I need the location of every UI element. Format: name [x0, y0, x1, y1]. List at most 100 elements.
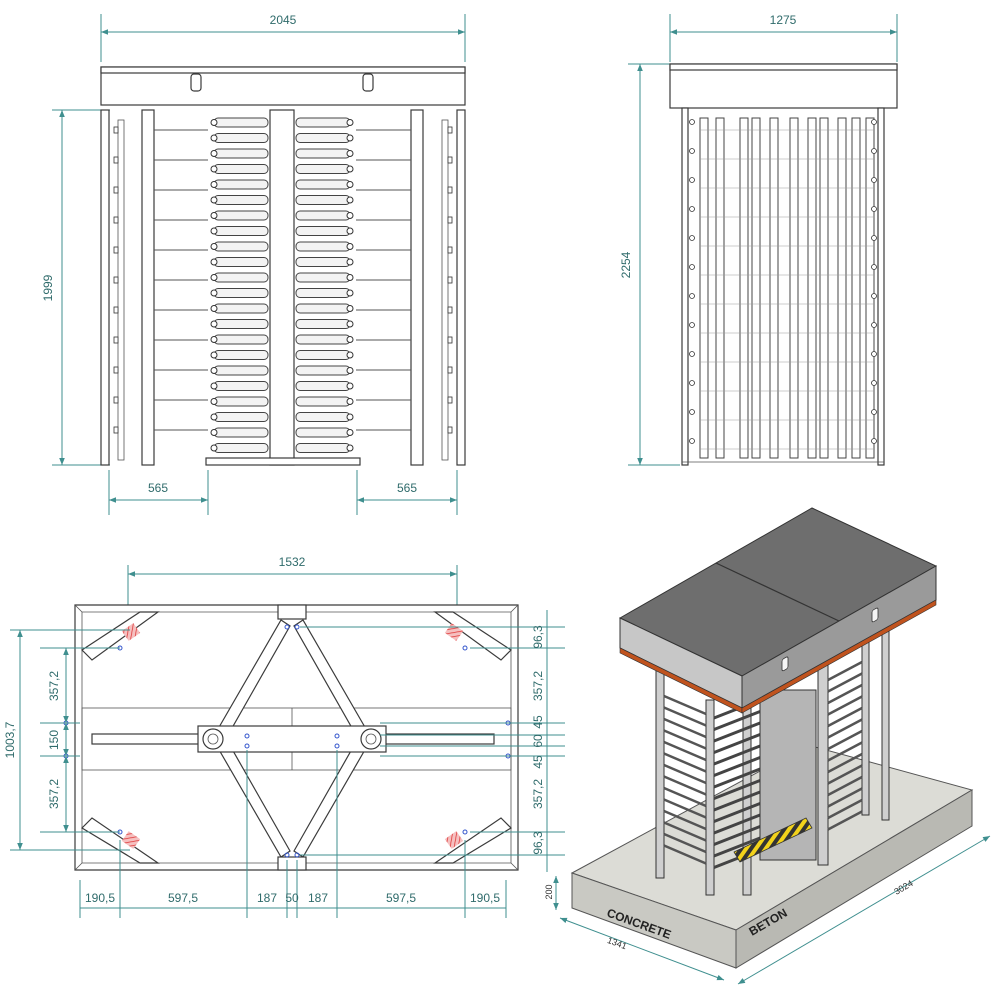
side-vertical-bar — [715, 117, 725, 459]
side-bracket-right — [871, 119, 877, 125]
side-bracket-left — [689, 148, 695, 154]
side-vertical-bar — [819, 117, 829, 459]
front-bracket-right — [447, 186, 453, 194]
iso-arm — [713, 825, 761, 846]
front-arm-right — [295, 195, 351, 205]
side-bracket-left — [689, 264, 695, 270]
iso-fence-bar-right — [827, 660, 863, 682]
side-bracket-right — [871, 438, 877, 444]
front-arm-cap-left — [210, 258, 218, 266]
iso-fence-bar-right — [827, 741, 863, 762]
front-arm-right — [295, 257, 351, 267]
plan-left-b-label: 150 — [47, 730, 61, 750]
front-post-outer-right — [456, 109, 466, 466]
canopy-lock-right — [362, 73, 374, 92]
plan-left-a-label: 357,2 — [47, 671, 61, 701]
front-right-offset-label: 565 — [397, 481, 417, 495]
front-arm-left — [213, 210, 269, 221]
front-bracket-left — [113, 426, 119, 434]
iso-fence-bar-right — [827, 775, 863, 797]
front-arm-cap-right — [346, 320, 354, 328]
front-arm-right — [295, 381, 351, 391]
side-bracket-right — [871, 177, 877, 183]
side-bracket-left — [689, 351, 695, 357]
front-arm-cap-right — [346, 289, 354, 297]
front-arm-cap-left — [210, 181, 218, 188]
side-bracket-right — [871, 235, 877, 241]
side-bracket-left — [689, 409, 695, 415]
front-rail-right — [441, 119, 449, 461]
iso-fence-bar — [663, 832, 707, 854]
iso-fence-bar-right — [827, 798, 863, 820]
plan-bottom-label-3: 187 — [257, 891, 277, 905]
front-arm-right — [295, 427, 351, 438]
plan-bottom-dimensions: 190,5 597,5 187 50 187 597,5 190,5 — [79, 750, 507, 918]
front-arm-cap-left — [210, 382, 218, 390]
side-bracket-right — [871, 293, 877, 299]
side-vertical-bar — [807, 117, 817, 459]
side-bracket-right — [871, 351, 877, 357]
front-arm-cap-left — [210, 212, 218, 219]
front-arm-left — [213, 117, 269, 128]
plan-right-label-1: 96,3 — [531, 625, 545, 649]
front-arm-left — [213, 226, 269, 236]
front-arm-cap-right — [346, 243, 354, 250]
iso-fence-bar-right — [827, 683, 863, 705]
iso-fence-bar-right — [827, 810, 863, 831]
front-arm-left — [213, 164, 269, 174]
front-arm-left — [213, 319, 269, 329]
side-canopy — [669, 63, 898, 109]
front-arm-left — [213, 303, 269, 314]
plan-right-dimensions: 96,3 357,2 45 60 45 357,2 96,3 — [300, 610, 565, 872]
front-arm-right — [295, 272, 351, 283]
front-arm-cap-right — [346, 181, 354, 188]
side-vertical-bar — [699, 117, 709, 459]
iso-canopy — [618, 507, 938, 714]
front-bracket-left — [113, 366, 119, 374]
iso-fence-bar — [663, 821, 707, 842]
iso-fence-bar — [663, 763, 707, 785]
front-post-inner-right — [410, 109, 424, 466]
front-rotor-base — [205, 457, 361, 466]
side-vertical-bar — [739, 117, 749, 459]
iso-fence-bar-right — [827, 787, 863, 808]
side-bracket-left — [689, 380, 695, 386]
front-bracket-right — [447, 276, 453, 284]
front-arm-right — [295, 365, 351, 376]
iso-fence-bar — [663, 809, 707, 831]
front-arm-right — [295, 148, 351, 159]
front-left-offset-label: 565 — [148, 481, 168, 495]
plan-bottom-label-2: 597,5 — [168, 891, 198, 905]
front-arm-right — [295, 117, 351, 128]
front-arm-cap-left — [210, 351, 218, 359]
iso-fence-bar-right — [827, 752, 863, 774]
plan-hub-right — [360, 728, 382, 750]
side-vertical-bar — [865, 117, 875, 459]
front-arm-cap-right — [346, 382, 354, 390]
front-arm-cap-right — [346, 305, 354, 312]
front-offset-dimensions: 565 565 — [108, 470, 458, 515]
front-rail-left — [117, 119, 125, 461]
front-arm-left — [213, 443, 269, 453]
front-bracket-right — [447, 216, 453, 224]
plan-bottom-label-1: 190,5 — [85, 891, 115, 905]
side-bracket-left — [689, 119, 695, 125]
front-arm-cap-right — [346, 444, 354, 452]
side-post-left — [681, 107, 689, 466]
front-arm-cap-left — [210, 444, 218, 452]
front-arm-left — [213, 195, 269, 205]
iso-arm — [713, 790, 761, 812]
front-arm-cap-left — [210, 305, 218, 312]
front-arm-cap-right — [346, 351, 354, 359]
front-arm-right — [295, 443, 351, 453]
side-bracket-left — [689, 177, 695, 183]
front-arm-left — [213, 133, 269, 143]
iso-arm — [713, 744, 761, 766]
front-bracket-left — [113, 156, 119, 164]
front-canopy-lip — [100, 66, 466, 74]
front-arm-cap-left — [210, 134, 218, 142]
plan-bottom-label-5: 187 — [308, 891, 328, 905]
front-arm-left — [213, 412, 269, 422]
front-arm-cap-left — [210, 320, 218, 328]
